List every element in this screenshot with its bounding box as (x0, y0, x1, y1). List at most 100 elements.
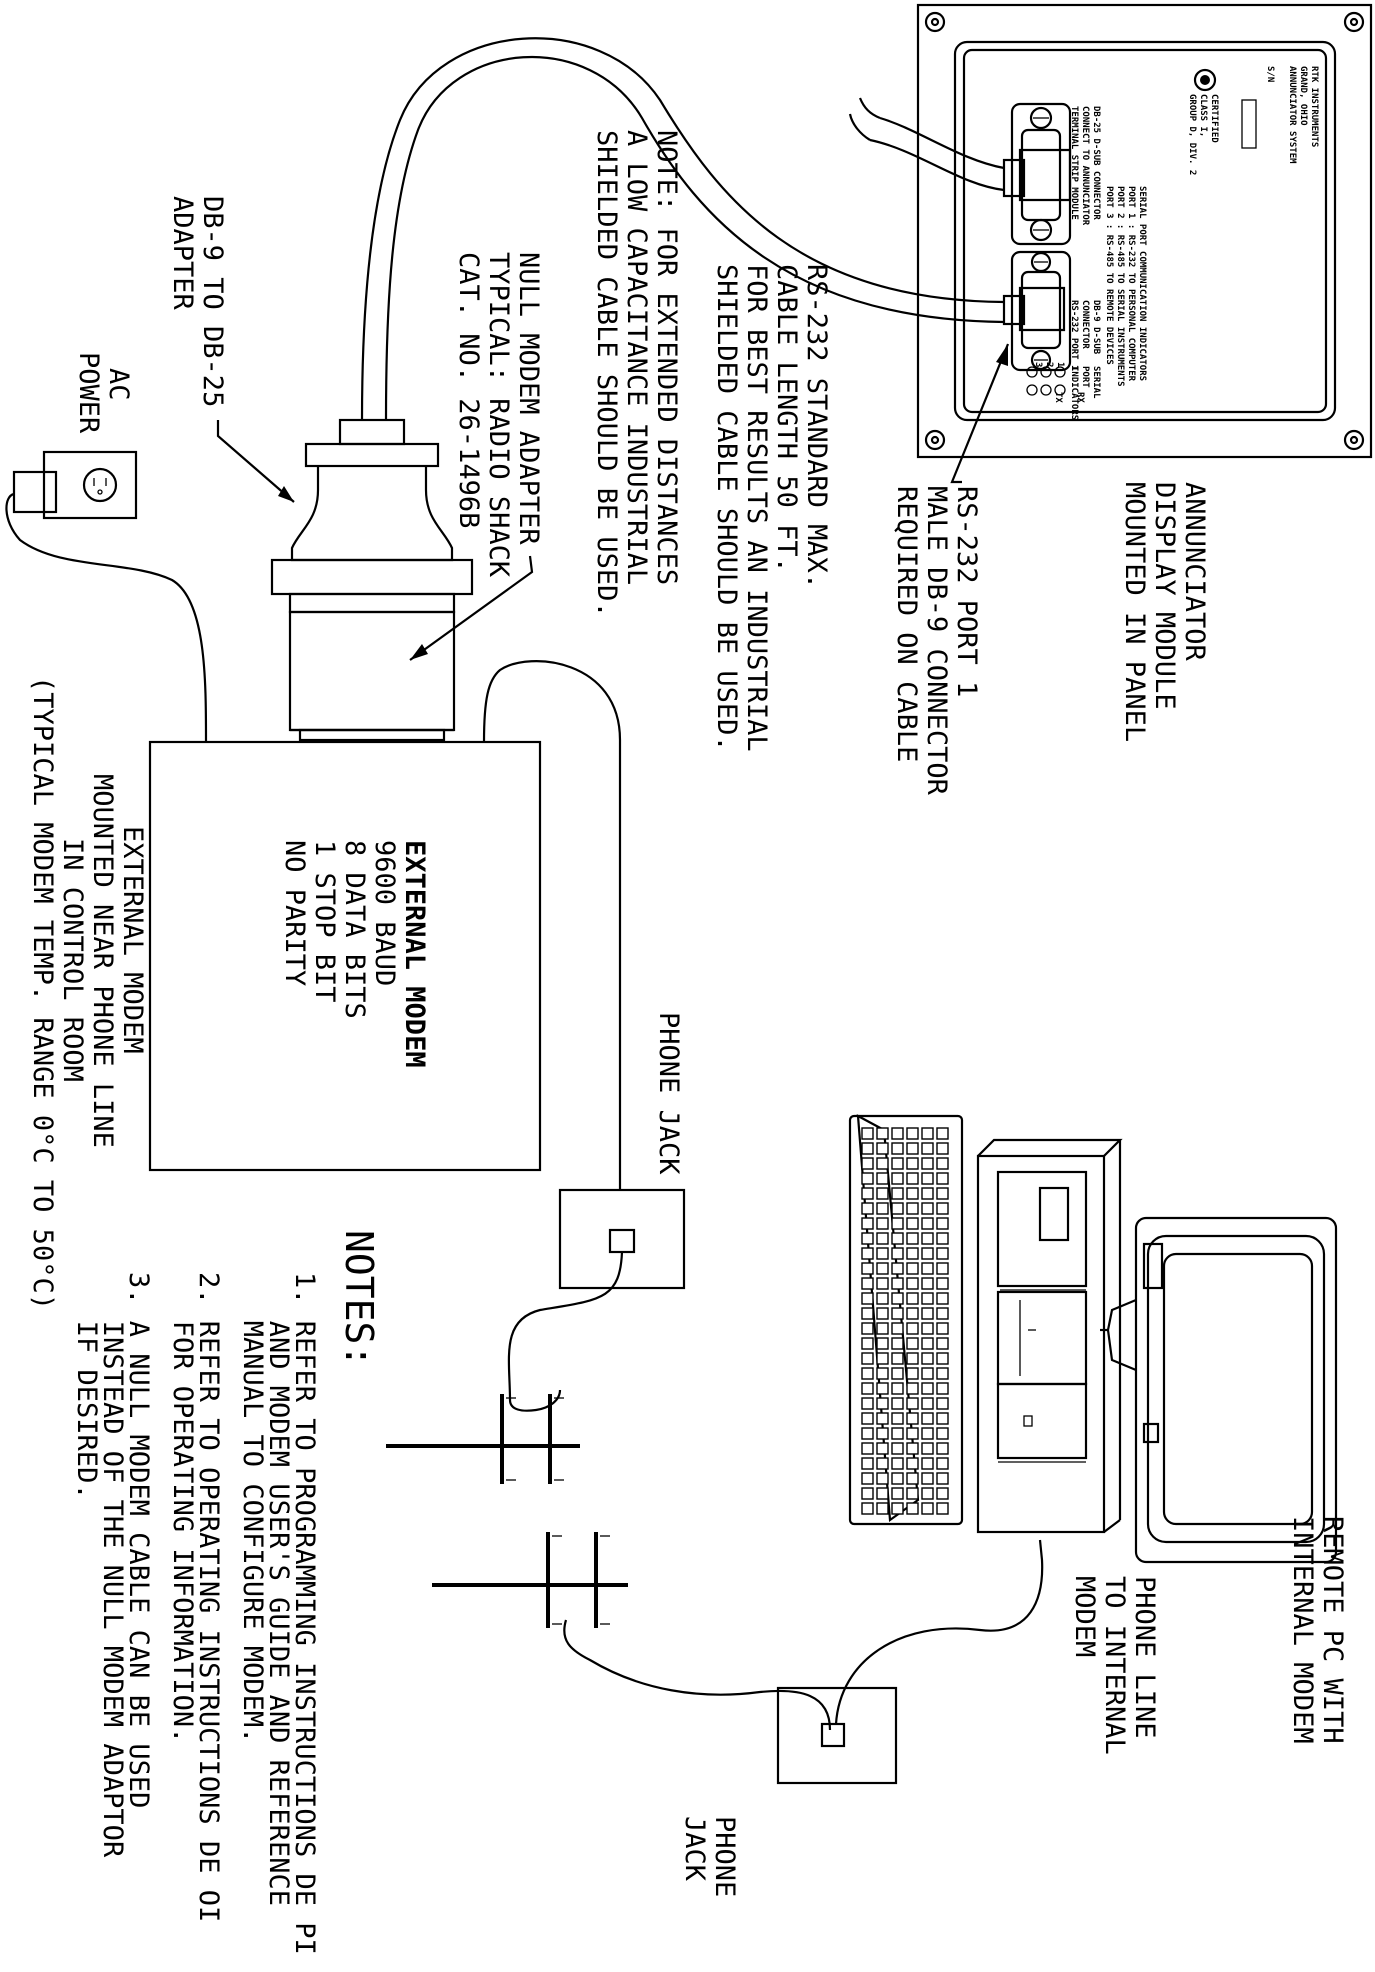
adapter-label-1: DB-9 TO DB-25 (197, 196, 228, 407)
keyboard-key (891, 1142, 904, 1155)
keyboard-key (906, 1202, 919, 1215)
phone-jack-2-label: PHONE JACK (679, 1816, 740, 1897)
notes-title: NOTES: (337, 1230, 381, 1367)
certification-icon (1193, 68, 1217, 92)
keyboard-key (936, 1142, 949, 1155)
keyboard-key (906, 1307, 919, 1320)
keyboard-key (921, 1172, 934, 1185)
keyboard-key (906, 1502, 919, 1515)
keyboard-key (936, 1457, 949, 1470)
note-3-line-2: INSTEAD OF THE NULL MODEM ADAPTOR (97, 1272, 128, 1858)
keyboard-key (861, 1322, 874, 1335)
keyboard-key (876, 1217, 889, 1230)
keyboard-key (921, 1367, 934, 1380)
keyboard-key (876, 1307, 889, 1320)
keyboard-key (876, 1142, 889, 1155)
keyboard-key (891, 1307, 904, 1320)
keyboard-key (891, 1262, 904, 1275)
keyboard-key (861, 1217, 874, 1230)
keyboard-key (906, 1337, 919, 1350)
annunciator-label-3: MOUNTED IN PANEL (1119, 482, 1150, 742)
keyboard-key (876, 1472, 889, 1485)
keyboard-key (876, 1172, 889, 1185)
phone-jack-1-label: PHONE JACK (653, 1012, 684, 1175)
panel-header-2: GRAND, OHIO (1298, 66, 1308, 126)
keyboard-key (876, 1457, 889, 1470)
phone-line-internal-3: MODEM (1069, 1576, 1100, 1657)
note-1-line-3: MANUAL TO CONFIGURE MODEM. (237, 1272, 268, 1743)
rs232-port-label: RS-232 PORT 1 MALE DB-9 CONNECTOR REQUIR… (891, 486, 982, 796)
keyboard-key (921, 1217, 934, 1230)
keyboard-key (936, 1262, 949, 1275)
keyboard-key (891, 1427, 904, 1440)
distance-note-3: SHIELDED CABLE SHOULD BE USED. (591, 130, 622, 618)
note-1-line-2: AND MODEM USER'S GUIDE AND REFERENCE (263, 1272, 294, 1906)
modem-caption-3: IN CONTROL ROOM (57, 838, 88, 1082)
keyboard-key (906, 1457, 919, 1470)
keyboard-key (921, 1382, 934, 1395)
keyboard-key (921, 1412, 934, 1425)
keyboard-key (876, 1397, 889, 1410)
modem-caption-4: (TYPICAL MODEM TEMP. RANGE 0°C TO 50°C) (27, 676, 58, 1310)
keyboard-key (906, 1217, 919, 1230)
keyboard-key (936, 1412, 949, 1425)
note-2-line-1: 2. REFER TO OPERATING INSTRUCTIONS DE OI (193, 1272, 224, 1922)
keyboard-key (936, 1187, 949, 1200)
keyboard-key (876, 1382, 889, 1395)
keyboard-key (906, 1322, 919, 1335)
cable-note-1: RS-232 STANDARD MAX. (801, 264, 832, 589)
db25-line-1: DB-25 D-SUB CONNECTOR (1091, 106, 1101, 220)
keyboard-key (936, 1202, 949, 1215)
notes-items: 1. REFER TO PROGRAMMING INSTRUCTIONS DE … (71, 1272, 320, 1955)
keyboard-key (936, 1277, 949, 1290)
keyboard-key (891, 1277, 904, 1290)
keyboard-key (906, 1157, 919, 1170)
distance-note-1: NOTE: FOR EXTENDED DISTANCES (651, 130, 682, 585)
keyboard-key (936, 1472, 949, 1485)
external-modem-box (148, 740, 542, 1172)
indicator-head-3: INDICATORS (1069, 366, 1079, 420)
keyboard-key (936, 1172, 949, 1185)
keyboard-key (906, 1262, 919, 1275)
keyboard-key (936, 1247, 949, 1260)
keyboard-key (876, 1157, 889, 1170)
keyboard-key (861, 1457, 874, 1470)
keyboard-key (876, 1292, 889, 1305)
keyboard-key (921, 1442, 934, 1455)
serial-line-3: PORT 3 : RS-485 TO REMOTE DEVICES (1104, 186, 1114, 365)
keyboard-key (921, 1247, 934, 1260)
cable-note-4: SHIELDED CABLE SHOULD BE USED. (711, 264, 742, 752)
keyboard-key (921, 1337, 934, 1350)
keyboard-key (921, 1307, 934, 1320)
modem-spec-1: 9600 BAUD (369, 840, 400, 986)
keyboard-key (906, 1232, 919, 1245)
keyboard-key (906, 1397, 919, 1410)
modem-caption: EXTERNAL MODEM MOUNTED NEAR PHONE LINE I… (27, 676, 148, 1310)
keyboard-key (906, 1187, 919, 1200)
keyboard-key (906, 1247, 919, 1260)
keyboard-key (921, 1142, 934, 1155)
keyboard-key (921, 1292, 934, 1305)
keyboard-key (876, 1367, 889, 1380)
keyboard-key (936, 1502, 949, 1515)
annunciator-label: ANNUNCIATOR DISPLAY MODULE MOUNTED IN PA… (1119, 482, 1210, 742)
note-3-line-1: 3. A NULL MODEM CABLE CAN BE USED (123, 1272, 154, 1808)
keyboard-key (936, 1127, 949, 1140)
keyboard-key (861, 1442, 874, 1455)
keyboard-key (891, 1367, 904, 1380)
keyboard-key (861, 1427, 874, 1440)
null-modem-label-2: TYPICAL: RADIO SHACK (483, 252, 514, 578)
db9-db25-adapter (270, 418, 474, 742)
ac-power-label-1: AC (103, 368, 134, 401)
cable-note: RS-232 STANDARD MAX. CABLE LENGTH 50 FT.… (711, 264, 832, 752)
telephone-pole-2 (432, 1532, 628, 1628)
modem-spec-4: NO PARITY (279, 840, 310, 986)
keyboard-key (921, 1157, 934, 1170)
keyboard-key (876, 1247, 889, 1260)
modem-box-text: EXTERNAL MODEM 9600 BAUD 8 DATA BITS 1 S… (279, 840, 430, 1068)
null-modem-label-3: CAT. NO. 26-1496B (453, 252, 484, 528)
keyboard-key (936, 1157, 949, 1170)
keyboard-key (861, 1382, 874, 1395)
